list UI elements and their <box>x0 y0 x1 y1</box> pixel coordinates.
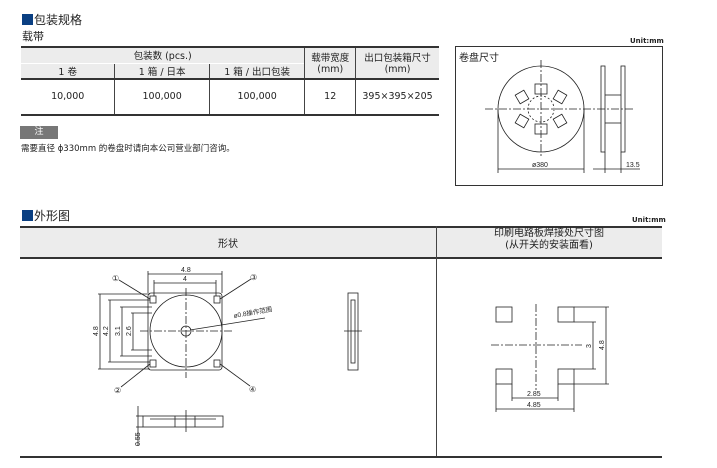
pin-4: ④ <box>249 385 256 394</box>
dim-h1: 4.8 <box>93 326 100 336</box>
cell-box-export: 100,000 <box>208 78 305 115</box>
reel-diameter-label: ø380 <box>532 162 548 169</box>
unit-label: Unit:mm <box>630 37 664 45</box>
dim-outer-h: 4.85 <box>527 402 541 409</box>
dim-inner-width: 4 <box>183 276 187 283</box>
reel-diagram-box <box>455 46 663 186</box>
cell-reel: 10,000 <box>51 91 85 102</box>
note-label: 注 <box>20 126 58 139</box>
packaging-title: 包装规格 <box>34 13 83 27</box>
reel-header: 1 卷 <box>21 62 115 79</box>
dim-outer-v: 4.8 <box>599 340 606 350</box>
pin-2: ② <box>114 386 121 395</box>
dim-outer-width: 4.8 <box>181 267 191 274</box>
export-box-header: 出口包装箱尺寸(mm) <box>355 47 439 80</box>
section-marker-icon <box>22 210 33 221</box>
table-row: 10,000 100,000 100,000 12 395×395×205 <box>21 78 439 115</box>
reel-width-label: 13.5 <box>626 162 640 169</box>
section-marker-icon <box>22 14 33 25</box>
reel-title: 卷盘尺寸 <box>459 53 499 64</box>
dim-h4: 2.6 <box>126 326 133 336</box>
dim-inner-h: 2.85 <box>527 391 541 398</box>
outline-title: 外形图 <box>34 209 71 223</box>
tape-width-header: 载带宽度(mm) <box>304 47 356 80</box>
cell-box-japan: 100,000 <box>114 78 210 115</box>
op-range-label: ø0.8操作范围 <box>233 304 273 320</box>
shape-header: 形状 <box>218 239 238 250</box>
switch-side-view <box>344 292 362 371</box>
unit-label-2: Unit:mm <box>632 216 666 224</box>
dim-h3: 3.1 <box>115 326 122 336</box>
pcb-land-pattern: 3 4.8 2.85 4.85 <box>491 304 609 412</box>
dim-pitch-v: 3 <box>586 344 593 348</box>
switch-front-view <box>136 406 224 446</box>
packaging-table: 包装数 (pcs.) 载带宽度(mm) 出口包装箱尺寸(mm) 1 卷 1 箱 … <box>21 46 439 116</box>
dim-h2: 4.2 <box>103 326 110 336</box>
outline-table-header <box>20 226 662 259</box>
pcb-header: 印刷电路板焊接处尺寸图(从开关的安装面看) <box>494 228 604 251</box>
box-japan-header: 1 箱 / 日本 <box>114 62 210 79</box>
height-label: 0.55 <box>135 432 142 446</box>
table-bottom-rule <box>20 456 662 458</box>
pin-3: ③ <box>250 273 257 282</box>
reel-drawing: ø380 13.5 <box>485 60 640 173</box>
column-divider <box>436 226 437 458</box>
box-export-header: 1 箱 / 出口包装 <box>208 62 305 79</box>
note-text: 需要直径 ϕ330mm 的卷盘时请向本公司营业部门咨询。 <box>21 144 235 154</box>
cell-export-box: 395×395×205 <box>355 78 439 115</box>
packaging-subtitle: 载带 <box>22 30 44 43</box>
cell-tape-width: 12 <box>304 78 356 115</box>
group-header: 包装数 (pcs.) <box>133 51 192 63</box>
pin-1: ① <box>112 274 119 283</box>
